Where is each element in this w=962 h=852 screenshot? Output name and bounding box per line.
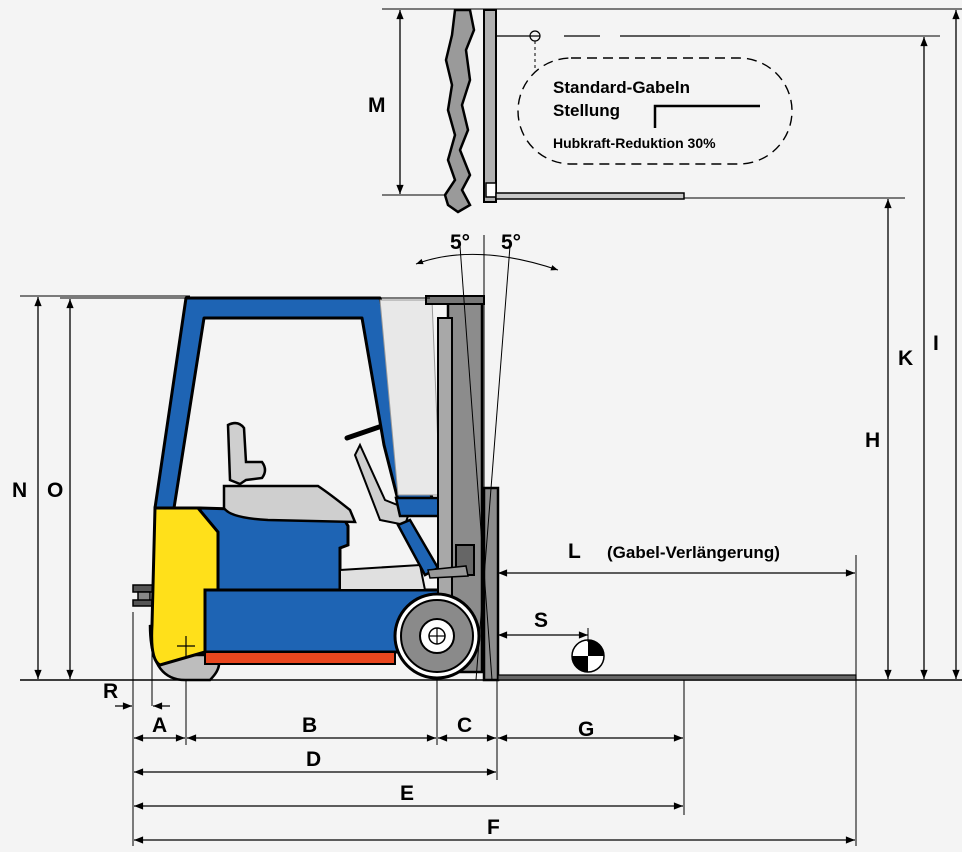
note-box [517, 57, 793, 165]
dim-label-C: C [457, 714, 472, 737]
dim-label-S: S [534, 609, 548, 632]
load-center-symbol [571, 639, 605, 673]
dim-label-D: D [306, 748, 321, 771]
fork-extension-label: (Gabel-Verlängerung) [607, 543, 780, 562]
dim-label-A: A [152, 714, 167, 737]
dim-label-H: H [865, 429, 880, 452]
forklift [132, 295, 857, 682]
dim-label-I: I [933, 332, 939, 355]
note-line1: Standard-Gabeln [553, 78, 690, 97]
dim-label-F: F [487, 816, 500, 839]
vertical-dimensions [20, 9, 960, 679]
note-line3: Hubkraft-Reduktion 30% [553, 135, 716, 151]
raised-mast [382, 8, 962, 214]
tilt-angle-lines [415, 235, 559, 681]
dim-label-B: B [302, 714, 317, 737]
angle-left-label: 5° [450, 231, 470, 254]
dim-label-O: O [47, 479, 63, 502]
note-line2: Stellung [553, 101, 620, 120]
dim-label-G: G [578, 718, 594, 741]
angle-right-label: 5° [501, 231, 521, 254]
fork-symbol [653, 104, 760, 128]
horizontal-dimensions [115, 555, 857, 846]
dim-label-N: N [12, 479, 27, 502]
dim-label-R: R [103, 680, 118, 703]
dim-label-M: M [368, 94, 386, 117]
dim-label-K: K [898, 347, 913, 370]
dim-label-L: L [568, 540, 581, 563]
dim-label-E: E [400, 782, 414, 805]
